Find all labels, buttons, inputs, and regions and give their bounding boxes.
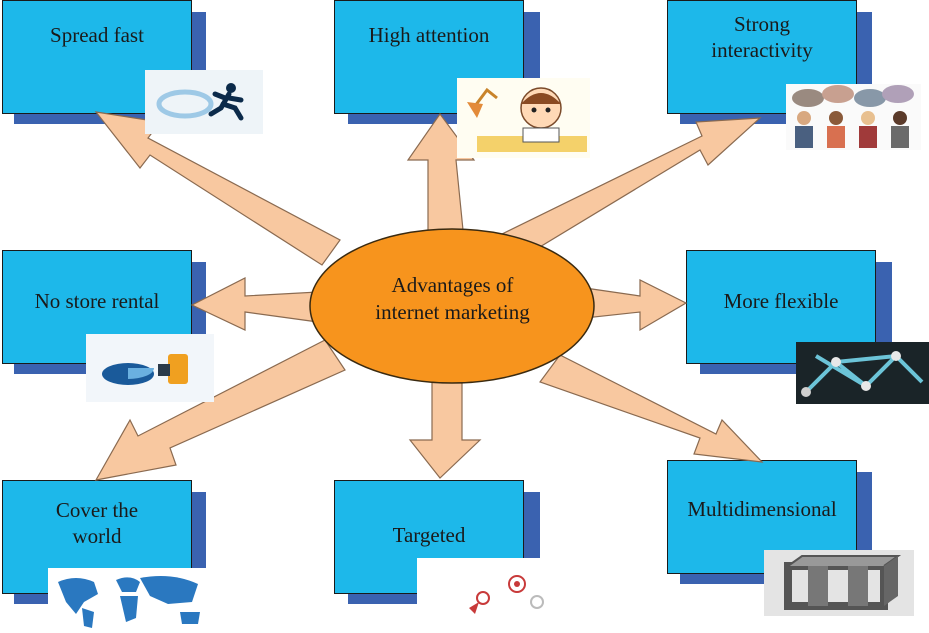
pie-chart-icon <box>86 334 214 402</box>
network-icon <box>796 342 929 404</box>
node-label: Multidimensional <box>687 496 837 521</box>
center-ellipse <box>309 228 595 384</box>
node-label: Cover the <box>55 497 139 522</box>
arrow-more-flexible <box>584 279 688 332</box>
node-label: High attention <box>368 22 490 47</box>
node-label: world <box>72 524 122 548</box>
arrow-multidimensional <box>539 354 764 463</box>
arrow-targeted <box>408 375 482 479</box>
world-map-icon <box>48 568 213 633</box>
node-high-attention: High attention <box>334 0 524 114</box>
arrow-cover-world <box>94 339 346 481</box>
node-label: Targeted <box>392 522 466 547</box>
people-talking-icon <box>786 84 921 150</box>
runner-icon <box>145 70 263 134</box>
arrow-spread-fast <box>94 111 341 266</box>
node-label: No store rental <box>34 288 160 313</box>
node-strong-interactivity: Strong interactivity <box>667 0 857 114</box>
3d-cubes-icon <box>764 550 914 616</box>
node-label: interactivity <box>711 38 813 62</box>
center-label-line1: Advantages of <box>391 273 514 297</box>
targets-icon <box>417 558 550 633</box>
center-label: Advantages of internet marketing <box>330 272 575 327</box>
center-label-line2: internet marketing <box>375 300 530 325</box>
arrow-strong-interactivity <box>499 117 762 263</box>
studying-girl-icon <box>457 78 590 158</box>
node-label: Strong <box>733 11 790 36</box>
node-label: Spread fast <box>50 22 144 47</box>
node-label: More flexible <box>723 288 839 313</box>
arrow-no-store-rental <box>190 277 319 331</box>
